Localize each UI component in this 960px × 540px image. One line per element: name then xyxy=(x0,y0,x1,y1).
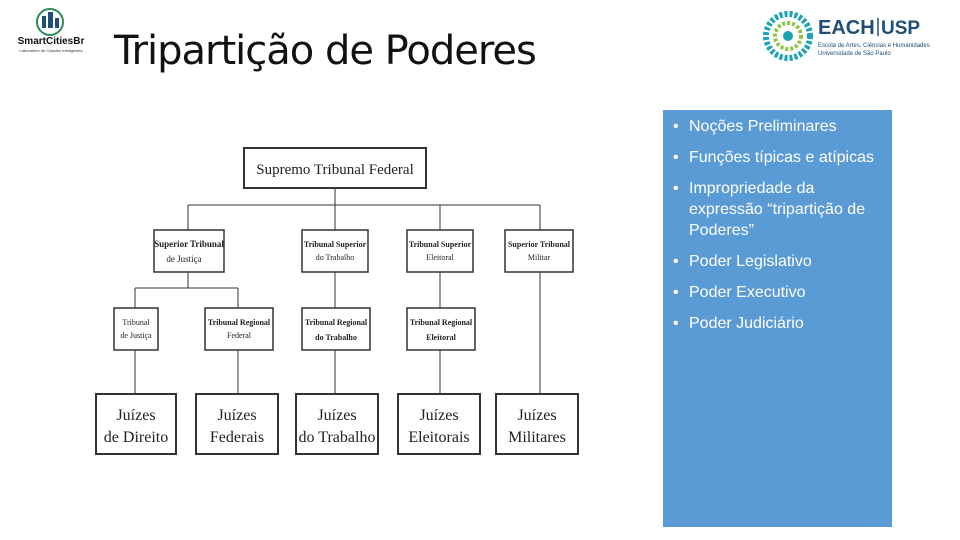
svg-text:Juízes: Juízes xyxy=(517,407,556,424)
bullet-icon: • xyxy=(673,118,679,135)
each-university-line: Universidade de São Paulo xyxy=(818,51,891,57)
topics-list: •Noções Preliminares •Funções típicas e … xyxy=(663,110,892,334)
topics-panel: •Noções Preliminares •Funções típicas e … xyxy=(663,110,892,527)
svg-text:Supremo Tribunal Federal: Supremo Tribunal Federal xyxy=(256,162,414,178)
svg-text:Federais: Federais xyxy=(210,429,264,446)
each-wordmark: EACH xyxy=(818,17,875,39)
node-superior-tribunal-militar: Superior Tribunal Militar xyxy=(504,229,574,273)
each-emblem-icon xyxy=(763,11,813,61)
svg-text:Juízes: Juízes xyxy=(116,407,155,424)
svg-text:Militares: Militares xyxy=(508,429,566,446)
topic-item: •Poder Legislativo xyxy=(673,253,812,270)
svg-text:Militar: Militar xyxy=(528,253,551,262)
node-juizes-de-direito: Juízes de Direito xyxy=(95,393,177,455)
bullet-icon: • xyxy=(673,284,679,301)
smartcitiesbr-logo: SmartCitiesBr Laboratório de Cidades Int… xyxy=(8,6,94,54)
each-usp-logo: EACH USP Escola de Artes, Ciências e Hum… xyxy=(760,6,950,66)
node-tribunal-superior-do-trabalho: Tribunal Superior do Trabalho xyxy=(301,229,369,273)
svg-text:de Direito: de Direito xyxy=(104,429,168,446)
svg-text:Juízes: Juízes xyxy=(419,407,458,424)
logo-name: SmartCitiesBr xyxy=(18,36,85,47)
bullet-icon: • xyxy=(673,253,679,270)
svg-text:do Trabalho: do Trabalho xyxy=(316,253,354,262)
svg-text:Federal: Federal xyxy=(227,331,252,340)
svg-text:Tribunal Regional: Tribunal Regional xyxy=(410,318,473,327)
node-supremo-tribunal-federal: Supremo Tribunal Federal xyxy=(243,147,427,189)
topic-item: •Poder Executivo xyxy=(673,284,806,301)
svg-text:Tribunal Superior: Tribunal Superior xyxy=(409,240,472,249)
topic-item: •Funções típicas e atípicas xyxy=(673,149,874,166)
svg-text:Juízes: Juízes xyxy=(217,407,256,424)
node-tribunal-de-justica: Tribunal de Justiça xyxy=(113,307,159,351)
node-juizes-do-trabalho: Juízes do Trabalho xyxy=(295,393,379,455)
svg-text:Eleitoral: Eleitoral xyxy=(426,253,454,262)
svg-text:Tribunal Regional: Tribunal Regional xyxy=(305,318,368,327)
page-title: Tripartição de Poderes xyxy=(114,28,537,74)
node-tribunal-superior-eleitoral: Tribunal Superior Eleitoral xyxy=(406,229,474,273)
svg-text:do Trabalho: do Trabalho xyxy=(315,333,357,342)
svg-text:Superior Tribunal: Superior Tribunal xyxy=(154,239,224,249)
svg-text:Eleitoral: Eleitoral xyxy=(426,333,457,342)
bullet-icon: • xyxy=(673,315,679,332)
svg-text:Tribunal: Tribunal xyxy=(122,318,150,327)
svg-text:Tribunal Superior: Tribunal Superior xyxy=(304,240,367,249)
usp-wordmark: USP xyxy=(881,18,920,39)
svg-text:Superior Tribunal: Superior Tribunal xyxy=(508,240,571,249)
topic-item: •Poder Judiciário xyxy=(673,315,804,332)
topic-item: •Impropriedade da expressão “tripartição… xyxy=(673,180,866,239)
connector-lines xyxy=(134,188,541,394)
svg-text:Tribunal Regional: Tribunal Regional xyxy=(208,318,271,327)
svg-text:do Trabalho: do Trabalho xyxy=(299,429,376,446)
node-superior-tribunal-de-justica: Superior Tribunal de Justiça xyxy=(153,229,225,273)
node-tribunal-regional-federal: Tribunal Regional Federal xyxy=(204,307,274,351)
node-tribunal-regional-do-trabalho: Tribunal Regional do Trabalho xyxy=(301,307,371,351)
svg-text:de Justiça: de Justiça xyxy=(166,254,201,264)
topic-item: •Noções Preliminares xyxy=(673,118,837,135)
svg-text:Eleitorais: Eleitorais xyxy=(408,429,469,446)
bullet-icon: • xyxy=(673,149,679,166)
node-juizes-militares: Juízes Militares xyxy=(495,393,579,455)
svg-text:de Justiça: de Justiça xyxy=(120,331,152,340)
node-juizes-eleitorais: Juízes Eleitorais xyxy=(397,393,481,455)
bullet-icon: • xyxy=(673,180,679,197)
svg-text:Juízes: Juízes xyxy=(317,407,356,424)
each-school-line: Escola de Artes, Ciências e Humanidades xyxy=(818,43,930,49)
node-tribunal-regional-eleitoral: Tribunal Regional Eleitoral xyxy=(406,307,476,351)
logo-tagline: Laboratório de Cidades Inteligentes xyxy=(19,48,83,53)
node-juizes-federais: Juízes Federais xyxy=(195,393,279,455)
